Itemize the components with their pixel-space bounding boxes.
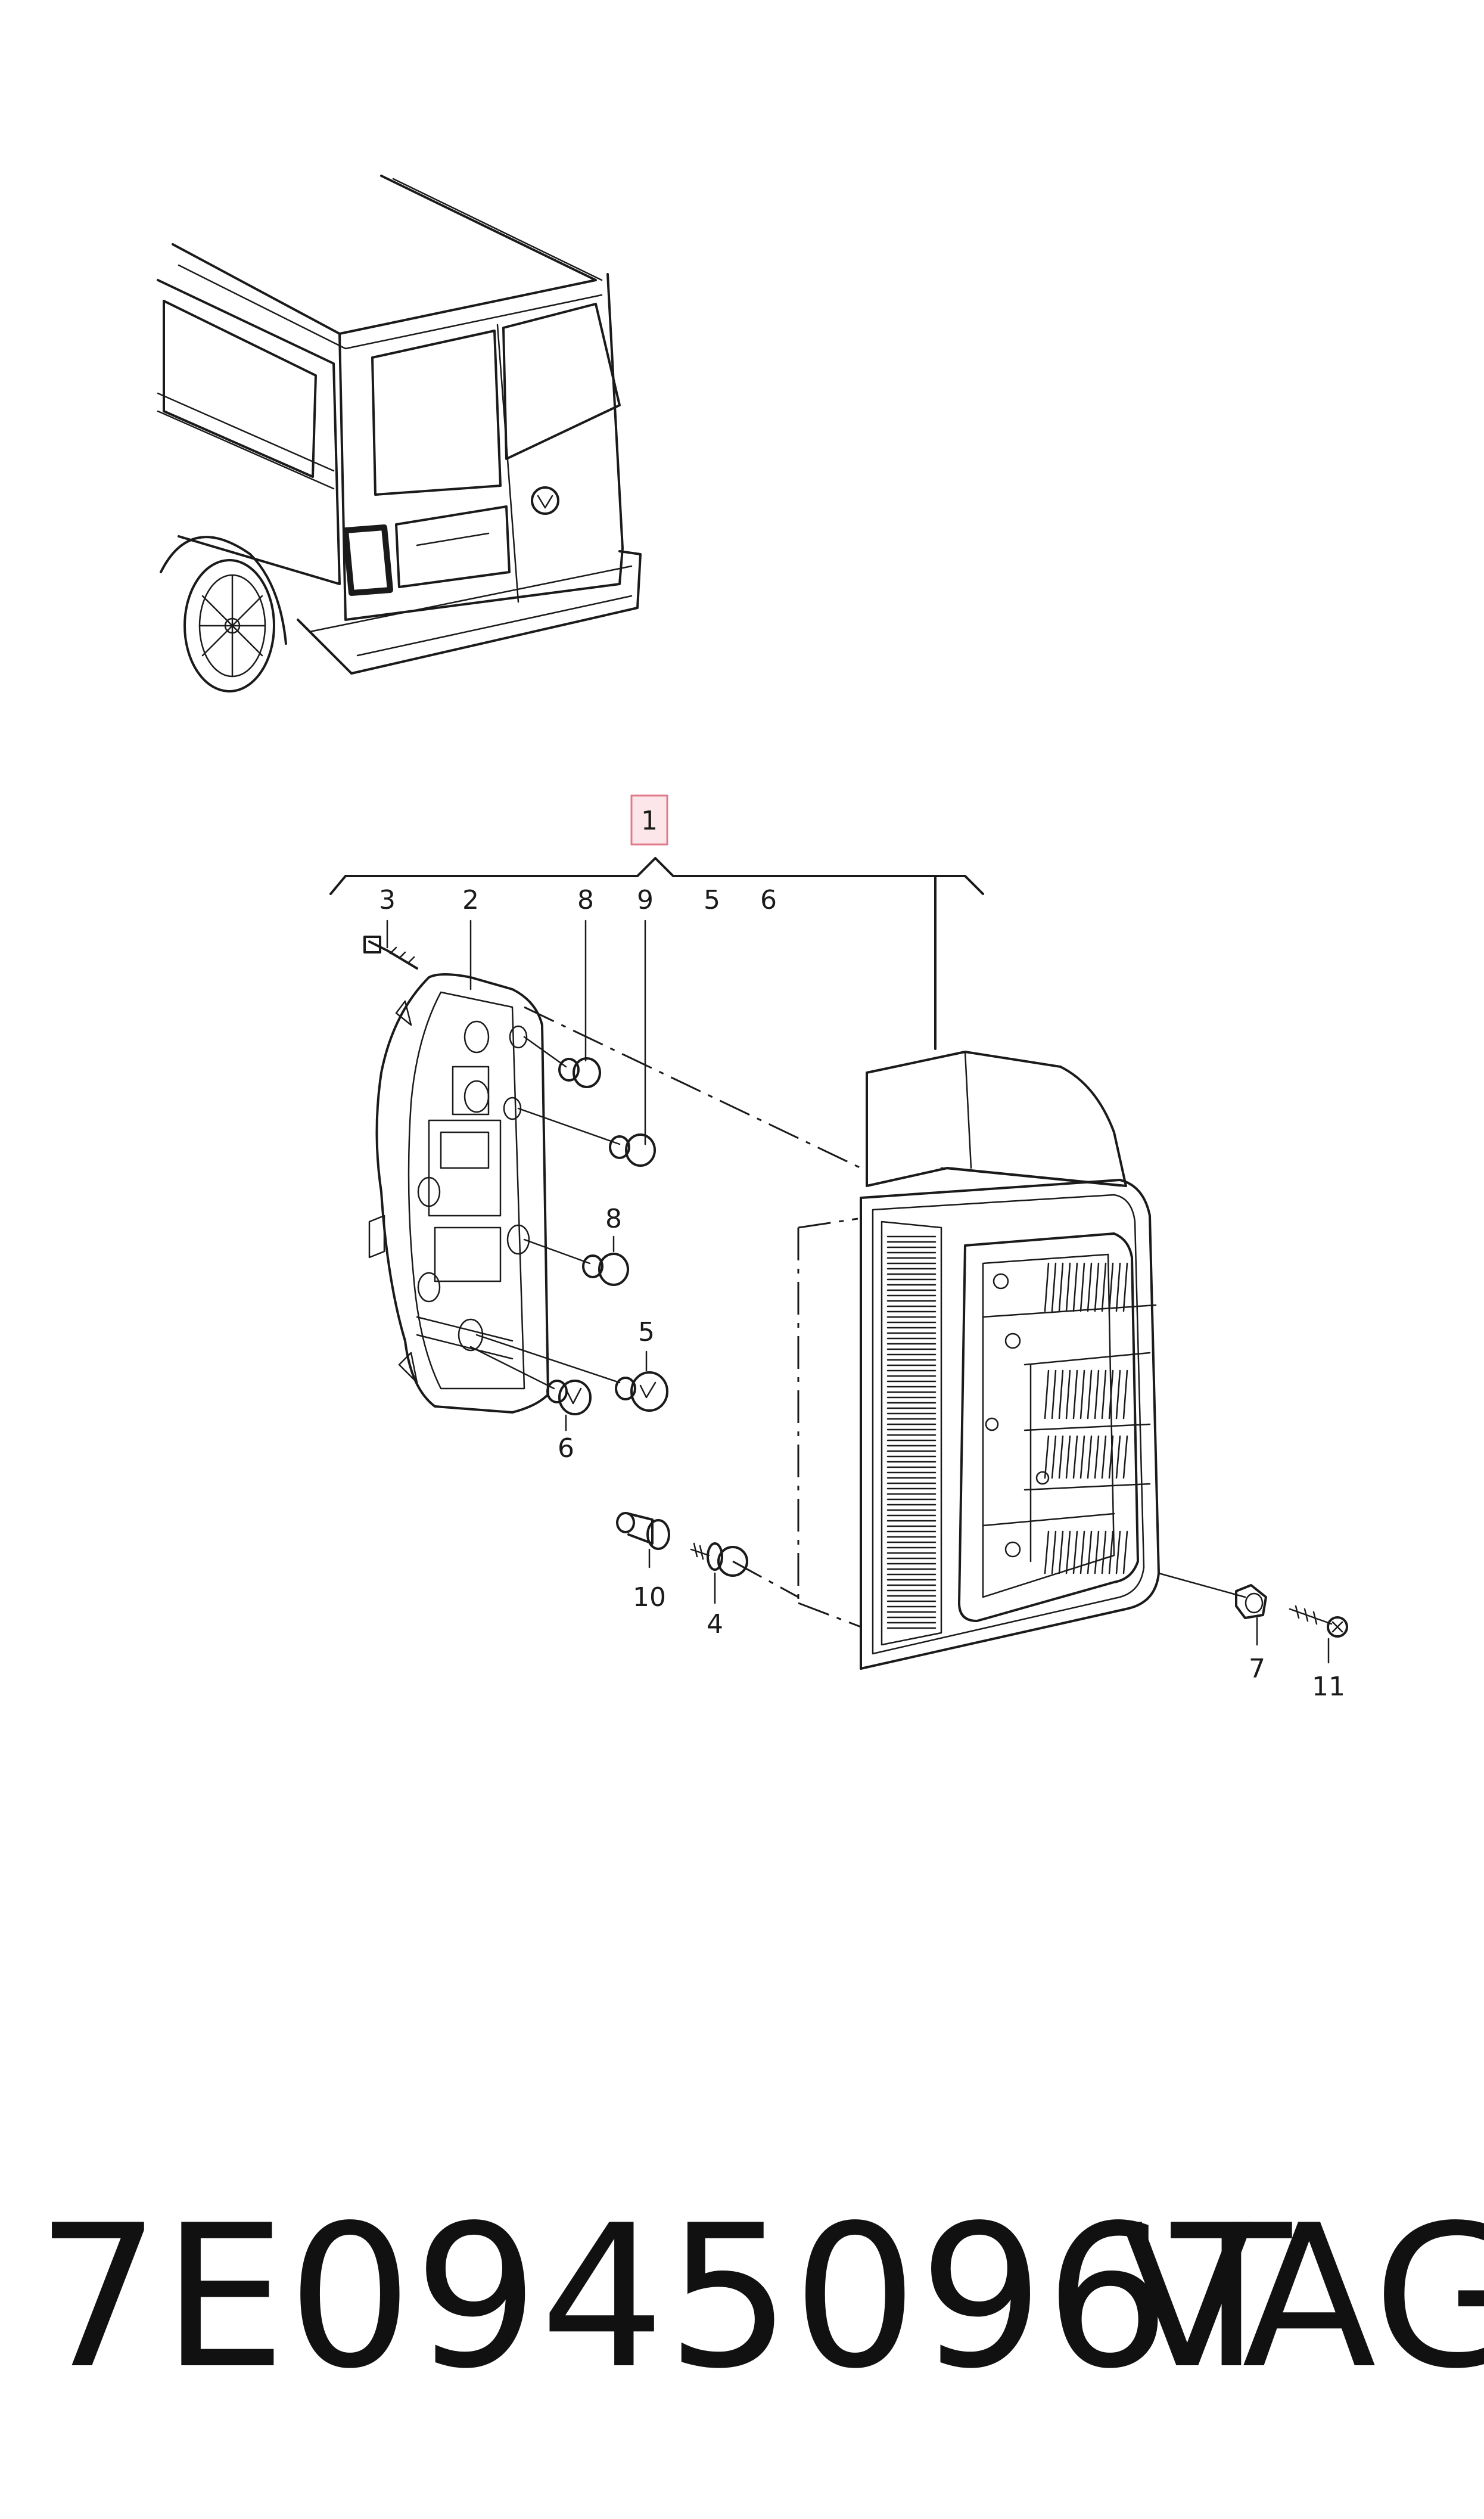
reflector-rib <box>1051 1369 1057 1420</box>
reflector-rib <box>1087 1369 1093 1420</box>
fastener-7 <box>1158 1572 1267 1646</box>
reflector-rib <box>1058 1369 1064 1420</box>
reflector-rib <box>1044 1369 1050 1420</box>
reflector-rib <box>1087 1530 1093 1574</box>
reflector-rib <box>1051 1435 1057 1479</box>
callout-1: 1 <box>641 806 658 836</box>
reflector-rib <box>1072 1262 1078 1312</box>
reflector-rib <box>1079 1369 1085 1420</box>
reflector-rib <box>1044 1262 1050 1312</box>
reflector-rib <box>1122 1435 1128 1479</box>
reflector-rib <box>1058 1530 1064 1574</box>
fastener-10 <box>616 1512 670 1568</box>
callout-8-mid: 8 <box>605 1204 622 1234</box>
reflector-rib <box>1108 1369 1114 1420</box>
callout-4: 4 <box>707 1609 723 1639</box>
van-illustration <box>157 175 642 692</box>
fastener-4 <box>690 1542 748 1604</box>
reflector-rib <box>1058 1262 1064 1312</box>
reflector-rib <box>1058 1435 1064 1479</box>
callout-3: 3 <box>379 885 396 915</box>
bulb-6 <box>469 1346 592 1415</box>
reflector-rib <box>1115 1262 1121 1312</box>
reflector-rib <box>1094 1262 1100 1312</box>
reflector-rib <box>1122 1262 1128 1312</box>
bulb-9 <box>517 1107 656 1167</box>
callout-5-top: 5 <box>704 885 720 915</box>
reflector-rib <box>1044 1530 1050 1574</box>
bulb-8-mid <box>523 1238 629 1286</box>
reflector-rib <box>1072 1530 1078 1574</box>
reflector-rib <box>1108 1262 1114 1312</box>
callout-8-top: 8 <box>577 885 594 915</box>
reflector-rib <box>1051 1530 1057 1574</box>
callout-5-mid: 5 <box>638 1317 655 1347</box>
callout-6-top: 6 <box>760 885 777 915</box>
reflector-rib <box>1101 1530 1107 1574</box>
reflector-rib <box>1072 1435 1078 1479</box>
reflector-rib <box>1087 1262 1093 1312</box>
reflector-rib <box>1094 1530 1100 1574</box>
reflector-rib <box>1115 1369 1121 1420</box>
reflector-rib <box>1079 1262 1085 1312</box>
reflector-rib <box>1079 1530 1085 1574</box>
reflector-rib <box>1051 1262 1057 1312</box>
reflector-rib <box>1115 1530 1121 1574</box>
callout-10: 10 <box>633 1582 666 1613</box>
callout-2: 2 <box>462 885 479 915</box>
reflector-rib <box>1122 1530 1128 1574</box>
brand-label: VAG <box>1120 2183 1484 2412</box>
reflector-rib <box>1065 1369 1071 1420</box>
assembly-bracket <box>329 857 984 1050</box>
tail-lamp-housing <box>860 1051 1160 1670</box>
callout-1-box: 1 <box>630 794 668 846</box>
reflector-rib <box>1108 1435 1114 1479</box>
reflector-rib <box>1108 1530 1114 1574</box>
bulb-carrier <box>363 920 646 1414</box>
reflector-rib <box>1101 1262 1107 1312</box>
reflector-rib <box>1094 1435 1100 1479</box>
reflector-rib <box>1065 1435 1071 1479</box>
reflector-rib <box>1122 1369 1128 1420</box>
callout-9: 9 <box>637 885 654 915</box>
screw-3 <box>363 936 418 970</box>
parts-diagram: 1 3 2 8 9 5 6 <box>157 175 1348 1702</box>
part-number: 7E0945096T <box>36 2183 1293 2412</box>
reflector-rib <box>1087 1435 1093 1479</box>
reflector-rib <box>1101 1369 1107 1420</box>
reflector-rib <box>1044 1435 1050 1479</box>
reflector-rib <box>1065 1530 1071 1574</box>
reflector-rib <box>1094 1369 1100 1420</box>
reflector-rib <box>1101 1435 1107 1479</box>
reflector-rib <box>1115 1435 1121 1479</box>
callout-11: 11 <box>1312 1672 1345 1702</box>
reflector-rib <box>1072 1369 1078 1420</box>
screw-11 <box>1289 1605 1348 1664</box>
callout-7: 7 <box>1249 1654 1265 1684</box>
callout-6-bottom: 6 <box>558 1433 574 1464</box>
reflector-rib <box>1065 1262 1071 1312</box>
bulb-8-top <box>523 1036 601 1088</box>
bulb-5 <box>475 1334 668 1412</box>
reflector-rib <box>1079 1435 1085 1479</box>
